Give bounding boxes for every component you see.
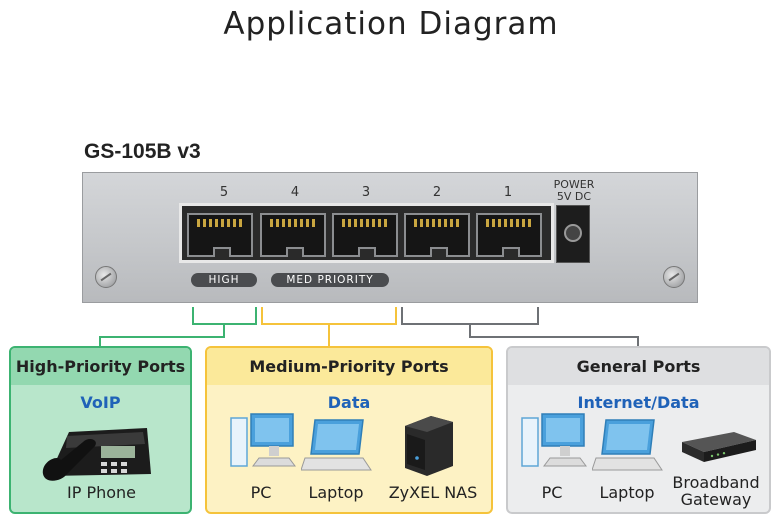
- broadband-gateway-icon: [682, 432, 756, 462]
- nas-icon: [405, 416, 453, 476]
- port-number-4: 4: [290, 185, 300, 200]
- general-drop: [469, 324, 639, 347]
- panel-medium-subtitle: Data: [327, 393, 371, 412]
- ethernet-port-3: [332, 213, 398, 257]
- panel-general: General Ports Internet/Data PC Laptop Br…: [506, 346, 771, 514]
- ip-phone-icon: [42, 428, 151, 481]
- high-connector: [192, 307, 257, 325]
- ethernet-port-4: [260, 213, 326, 257]
- ethernet-port-5: [187, 213, 253, 257]
- laptop-icon: [301, 419, 372, 471]
- power-label-line1: POWER: [553, 178, 595, 191]
- item-general-laptop: Laptop: [599, 483, 655, 502]
- pill-med-priority: MED PRIORITY: [271, 273, 389, 287]
- port-number-1: 1: [503, 185, 513, 200]
- panel-high-subtitle: VoIP: [80, 393, 121, 412]
- panel-medium-heading: Medium-Priority Ports: [207, 348, 491, 385]
- port-number-3: 3: [361, 185, 371, 200]
- item-broadband-gateway: Broadband Gateway: [672, 473, 760, 509]
- panel-general-subtitle: Internet/Data: [577, 393, 700, 412]
- screw-right-icon: [663, 266, 685, 288]
- model-name: GS-105B v3: [84, 140, 201, 163]
- panel-general-heading: General Ports: [508, 348, 769, 385]
- general-connector: [401, 307, 539, 325]
- power-jack-icon: [556, 205, 590, 263]
- item-zyxel-nas: ZyXEL NAS: [388, 483, 478, 502]
- general-laptop-icon: [592, 419, 663, 471]
- high-drop: [99, 324, 225, 347]
- pill-high: HIGH: [191, 273, 257, 287]
- item-medium-pc: PC: [250, 483, 272, 502]
- switch-device: 5 4 3 2 1 POWER 5V DC HIGH MED PRIORITY: [82, 172, 698, 303]
- ethernet-port-1: [476, 213, 542, 257]
- item-general-pc: PC: [541, 483, 563, 502]
- power-label: POWER 5V DC: [549, 179, 599, 203]
- port-bank: [179, 203, 554, 263]
- pc-icon: [230, 413, 296, 467]
- medium-connector: [261, 307, 397, 325]
- panel-high-priority: High-Priority Ports VoIP IP Phone: [9, 346, 192, 514]
- ethernet-port-2: [404, 213, 470, 257]
- panel-high-heading: High-Priority Ports: [11, 348, 190, 385]
- power-label-line2: 5V DC: [556, 190, 592, 203]
- screw-left-icon: [95, 266, 117, 288]
- general-pc-icon: [521, 413, 587, 467]
- port-number-5: 5: [219, 185, 229, 200]
- port-number-2: 2: [432, 185, 442, 200]
- panel-medium-priority: Medium-Priority Ports Data PC Laptop ZyX…: [205, 346, 493, 514]
- item-medium-laptop: Laptop: [308, 483, 364, 502]
- item-ip-phone: IP Phone: [66, 483, 136, 502]
- page-title: Application Diagram: [223, 6, 559, 42]
